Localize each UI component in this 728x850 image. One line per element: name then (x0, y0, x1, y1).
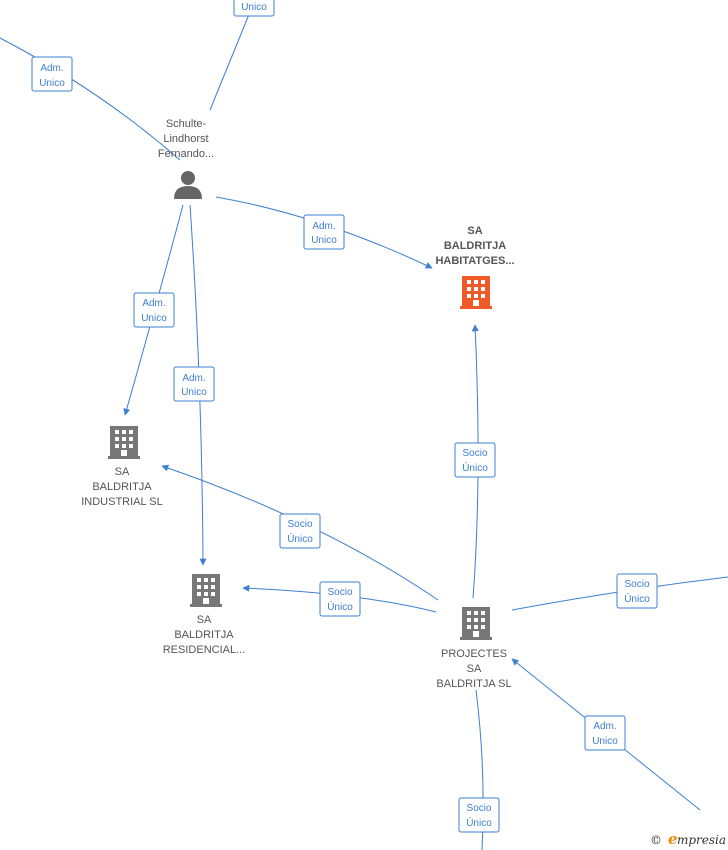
node-label: PROJECTES (441, 648, 507, 660)
node-label: BALDRITJA SL (436, 678, 511, 690)
node-sa-baldritja-residencial[interactable]: SA BALDRITJA RESIDENCIAL... (163, 574, 246, 656)
edge-label-line: Adm. (182, 373, 205, 384)
edge-label-top[interactable]: Unico (233, 0, 275, 17)
edge-label-line: Único (624, 592, 650, 605)
edge-left (0, 37, 181, 161)
edge-label-projectes-residencial[interactable]: Socio Único (319, 581, 361, 617)
node-label: SA (467, 225, 482, 237)
edge-label-line: Unico (311, 235, 337, 246)
node-label: HABITATGES... (435, 255, 514, 267)
node-label: BALDRITJA (92, 481, 152, 493)
edge-label-projectes-habitatges[interactable]: Socio Único (454, 442, 496, 478)
building-icon (190, 574, 222, 607)
node-projectes-sa-baldritja[interactable]: PROJECTES SA BALDRITJA SL (436, 607, 512, 690)
edge-top (209, 11, 251, 111)
node-person[interactable]: Schulte- Lindhorst Fernando... (158, 118, 214, 199)
edge-label-line: Socio (624, 579, 649, 590)
building-icon (460, 607, 492, 640)
node-label: INDUSTRIAL SL (81, 496, 163, 508)
node-label: Lindhorst (163, 133, 208, 145)
brand-initial: e (668, 830, 678, 848)
edge-label-bottom[interactable]: Socio Único (458, 797, 500, 833)
edge-label-line: Socio (287, 519, 312, 530)
copyright-symbol: © (650, 833, 662, 847)
edge-label-line: Único (466, 816, 492, 829)
edge-label-bottomright[interactable]: Adm. Unico (584, 715, 626, 751)
edge-label-line: Único (462, 461, 488, 474)
empresia-watermark: © e mpresia (650, 830, 726, 848)
edge-label-person-residencial[interactable]: Adm. Unico (173, 366, 215, 402)
node-label: RESIDENCIAL... (163, 644, 246, 656)
node-label: Fernando... (158, 148, 214, 160)
edge-label-line: Unico (181, 387, 207, 398)
edge-label-line: Socio (462, 448, 487, 459)
node-label: SA (197, 614, 212, 626)
building-icon (108, 426, 140, 459)
edge-label-line: Adm. (593, 721, 616, 732)
edge-label-line: Adm. (40, 63, 63, 74)
edge-label-line: Unico (592, 736, 618, 747)
node-label: BALDRITJA (174, 629, 234, 641)
building-icon (460, 276, 492, 309)
person-icon (174, 171, 202, 199)
edge-label-person-habitatges[interactable]: Adm. Unico (303, 214, 345, 250)
node-label: SA (467, 663, 482, 675)
node-sa-baldritja-habitatges[interactable]: SA BALDRITJA HABITATGES... (435, 225, 515, 309)
node-sa-baldritja-industrial[interactable]: SA BALDRITJA INDUSTRIAL SL (81, 426, 163, 508)
edge-label-line: Unico (141, 313, 167, 324)
edge-label-line: Unico (241, 2, 267, 13)
edge-label-left[interactable]: Adm. Unico (31, 56, 73, 92)
edge-label-line: Adm. (142, 298, 165, 309)
brand-name: mpresia (677, 833, 726, 847)
node-label: BALDRITJA (444, 240, 506, 252)
edge-label-line: Único (287, 532, 313, 545)
edge-label-line: Único (327, 600, 353, 613)
edge-label-line: Socio (466, 803, 491, 814)
edge-label-person-industrial[interactable]: Adm. Unico (133, 292, 175, 328)
edge-label-projectes-industrial[interactable]: Socio Único (279, 513, 321, 549)
node-label: Schulte- (166, 118, 207, 130)
edge-label-right[interactable]: Socio Único (616, 573, 658, 609)
node-label: SA (115, 466, 130, 478)
edge-label-line: Adm. (312, 221, 335, 232)
edge-label-line: Socio (327, 587, 352, 598)
edge-label-line: Unico (39, 78, 65, 89)
